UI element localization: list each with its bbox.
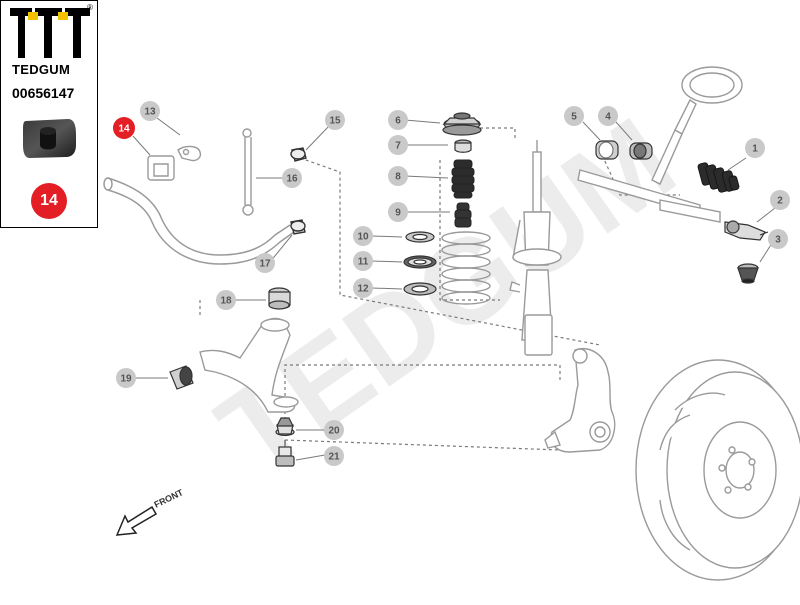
- callout-1: 1: [745, 138, 765, 158]
- svg-text:6: 6: [395, 116, 401, 127]
- callout-3: 3: [768, 229, 788, 249]
- link-bushes: [290, 147, 307, 235]
- svg-text:12: 12: [357, 284, 369, 295]
- strut-assembly: [509, 140, 562, 356]
- callout-11: 11: [353, 251, 373, 271]
- svg-text:17: 17: [259, 259, 271, 270]
- svg-text:15: 15: [329, 116, 341, 127]
- strut-part-7: [454, 139, 472, 153]
- part-info-box: ® TEDGUM 00656147 14: [0, 0, 98, 228]
- svg-text:4: 4: [605, 112, 611, 123]
- svg-text:1: 1: [752, 144, 758, 155]
- svg-text:3: 3: [775, 235, 781, 246]
- callout-9: 9: [388, 202, 408, 222]
- steering-column: [577, 66, 743, 223]
- control-arm-bush-19: [169, 365, 194, 390]
- svg-text:10: 10: [357, 232, 369, 243]
- front-label: FRONT: [152, 487, 185, 510]
- front-arrow: FRONT: [115, 487, 185, 536]
- callout-18: 18: [216, 290, 236, 310]
- svg-text:8: 8: [395, 172, 401, 183]
- svg-text:14: 14: [118, 124, 130, 135]
- svg-text:2: 2: [777, 196, 783, 207]
- callout-6: 6: [388, 110, 408, 130]
- callout-8: 8: [388, 166, 408, 186]
- tie-rod-end: [724, 220, 769, 241]
- svg-text:7: 7: [395, 141, 401, 152]
- stabilizer-link: [242, 128, 254, 216]
- brand-name: TEDGUM: [12, 62, 71, 77]
- callout-15: 15: [325, 110, 345, 130]
- callout-14-highlighted: 14: [113, 117, 135, 139]
- strut-bellows: [451, 159, 475, 199]
- registered-mark: ®: [87, 3, 93, 12]
- steering-knuckle: [544, 348, 616, 453]
- strut-rings: [403, 231, 437, 296]
- svg-text:20: 20: [328, 426, 340, 437]
- svg-text:13: 13: [144, 107, 156, 118]
- callout-4: 4: [598, 106, 618, 126]
- callout-10: 10: [353, 226, 373, 246]
- strut-bump-stop: [454, 202, 472, 228]
- callout-12: 12: [353, 278, 373, 298]
- callout-19: 19: [116, 368, 136, 388]
- steering-boot: [697, 162, 740, 193]
- callout-20: 20: [324, 420, 344, 440]
- stabilizer-clamp: [177, 145, 202, 162]
- control-arm-bush-18: [268, 287, 291, 310]
- callout-7: 7: [388, 135, 408, 155]
- callout-17: 17: [255, 253, 275, 273]
- stabilizer-bar: [103, 177, 295, 265]
- svg-text:16: 16: [286, 174, 298, 185]
- part-number: 00656147: [12, 85, 75, 101]
- tie-rod-boot: [737, 263, 759, 284]
- svg-text:11: 11: [358, 257, 369, 268]
- tedgum-logo: [10, 8, 90, 58]
- part-thumbnail: [23, 119, 76, 158]
- ball-joint: [275, 417, 295, 467]
- svg-text:18: 18: [220, 296, 232, 307]
- svg-text:21: 21: [328, 452, 340, 463]
- callout-16: 16: [282, 168, 302, 188]
- assembly-dashed-lines: [199, 127, 680, 451]
- svg-text:19: 19: [120, 374, 132, 385]
- callout-5: 5: [564, 106, 584, 126]
- lower-control-arm: [199, 317, 299, 413]
- coil-spring: [441, 231, 491, 305]
- wheel: [635, 359, 800, 581]
- svg-text:9: 9: [395, 208, 401, 219]
- rack-bushings: [595, 140, 653, 160]
- callout-markers: 1 2 3 4 5 6 7 8 9 10 11 12 13 14 15 16 1…: [113, 101, 790, 466]
- callout-2: 2: [770, 190, 790, 210]
- stabilizer-bushing-outline: [147, 155, 175, 181]
- callout-21: 21: [324, 446, 344, 466]
- callout-13: 13: [140, 101, 160, 121]
- strut-top-mount: [442, 112, 482, 136]
- svg-text:5: 5: [571, 112, 577, 123]
- highlighted-ref-badge: 14: [31, 183, 67, 219]
- highlighted-ref-number: 14: [40, 192, 58, 209]
